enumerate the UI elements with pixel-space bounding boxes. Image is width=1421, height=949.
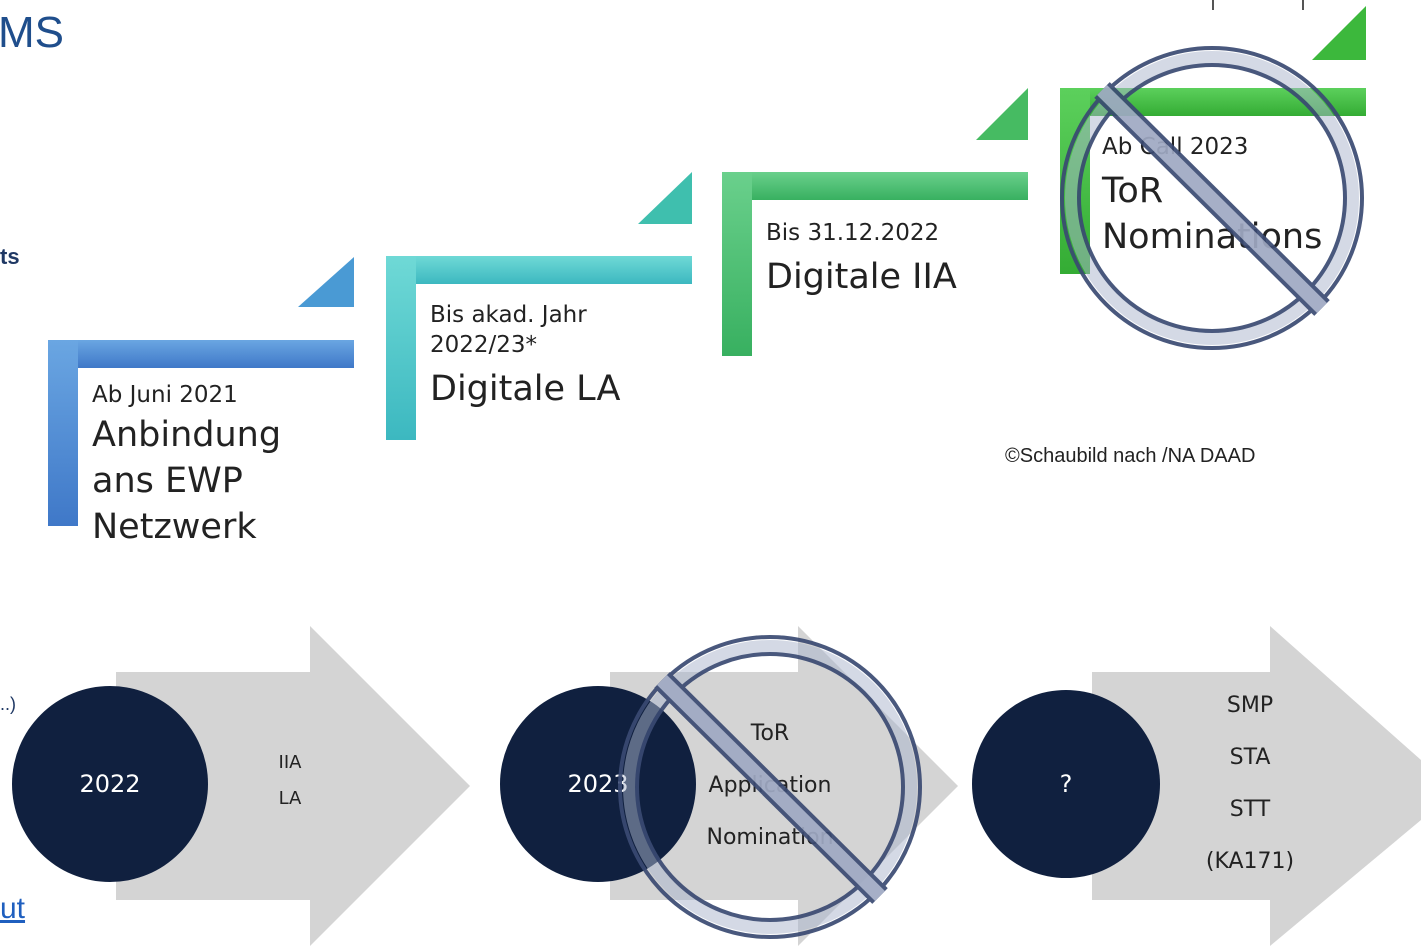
step-3-triangle: [976, 88, 1028, 140]
phase-1-arrow: [116, 626, 470, 946]
step-1-title-line: Netzwerk: [92, 507, 257, 547]
prohibition-sign-icon: [1060, 46, 1364, 350]
phase-1-year: 2022: [79, 770, 141, 798]
step-3-title-line: Digitale IIA: [766, 257, 957, 297]
step-4-title-line: Nominations: [1102, 217, 1323, 257]
step-2-date-line: Bis akad. Jahr: [430, 302, 587, 328]
phase-1-items: IIA LA: [240, 745, 340, 817]
phase-1-circle: 2022: [12, 686, 208, 882]
step-1-title-line: ans EWP: [92, 461, 243, 501]
step-4-triangle: [1312, 6, 1366, 60]
step-1-date: Ab Juni 2021: [92, 382, 238, 408]
step-1-text: Ab Juni 2021 Anbindung ans EWP Netzwerk: [92, 380, 281, 550]
step-1-title-line: Anbindung: [92, 415, 282, 455]
phase-1-item: LA: [278, 788, 302, 809]
phase-2-item: ToR: [750, 721, 790, 746]
side-heading-fragment: ts: [0, 244, 20, 269]
phase-3-item: STT: [1229, 797, 1271, 822]
phase-3-item: SMP: [1226, 693, 1274, 718]
step-2-text: Bis akad. Jahr 2022/23* Digitale LA: [430, 300, 620, 412]
step-2-title-line: Digitale LA: [430, 369, 621, 409]
step-1-bracket: [48, 257, 354, 526]
phase-3-arrow: [1092, 626, 1421, 946]
step-1-triangle: [298, 257, 354, 307]
step-3-date: Bis 31.12.2022: [766, 220, 940, 246]
step-2-triangle: [638, 172, 692, 224]
prohibition-sign-icon: [618, 635, 922, 939]
step-3-bracket: [722, 88, 1028, 356]
step-3-text: Bis 31.12.2022 Digitale IIA: [766, 218, 957, 300]
copyright-note: ©Schaubild nach /NA DAAD: [1005, 445, 1256, 467]
step-4-title-line: ToR: [1102, 171, 1164, 211]
step-2-date-line: 2022/23*: [430, 332, 538, 358]
phase-1-item: IIA: [278, 752, 302, 773]
link-fragment[interactable]: ut: [0, 892, 26, 925]
parenthesis-fragment: ..): [0, 694, 16, 714]
title-fragment: MS: [0, 8, 64, 57]
phase-3-item: STA: [1229, 745, 1271, 770]
phase-3-item: (KA171): [1205, 849, 1295, 874]
step-4-text: Ab Call 2023 ToR Nominations: [1102, 132, 1322, 260]
phase-2-circle: 2023: [500, 686, 696, 882]
phase-3-items: SMP STA STT (KA171): [1180, 680, 1320, 888]
step-2-bracket: [386, 172, 692, 440]
phase-3-year: ?: [1059, 770, 1073, 798]
phase-3-circle: ?: [972, 690, 1160, 878]
top-divider-ticks: [1200, 0, 1320, 10]
